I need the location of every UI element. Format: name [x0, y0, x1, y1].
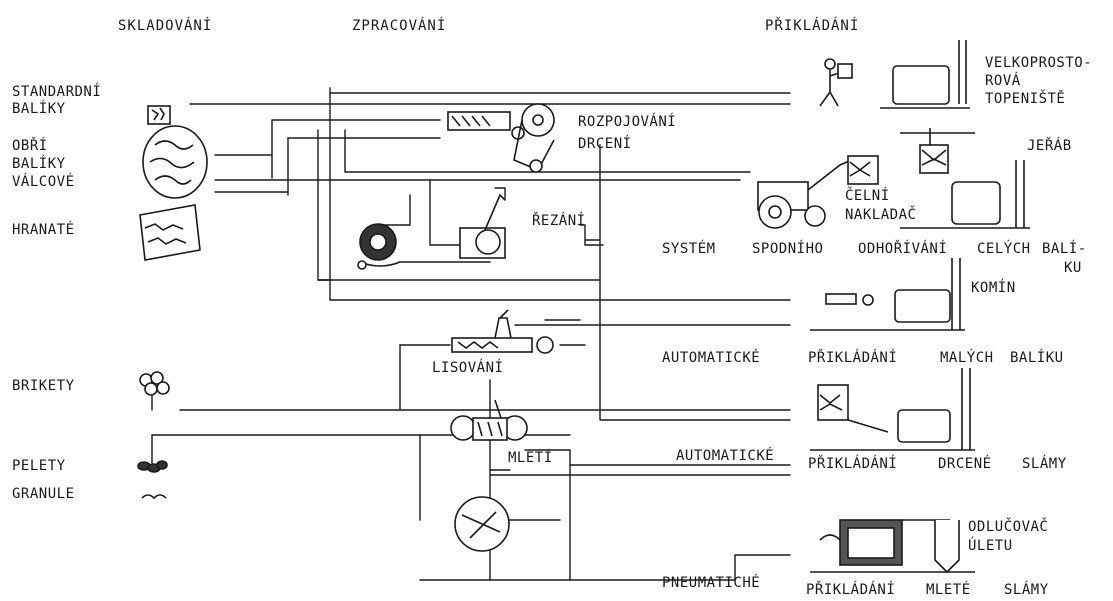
label-small-bales-auto: AUTOMATICKÉ: [662, 349, 760, 366]
label-unbundling-1: ROZPOJOVÁNÍ: [578, 113, 676, 130]
label-briquettes: BRIKETY: [12, 378, 75, 394]
granules-icon: [142, 495, 166, 498]
label-whole-bale-w1: SYSTÉM: [662, 240, 716, 257]
label-milled-straw-w3: MLETÉ: [926, 581, 971, 598]
label-unbundling-2: DRCENÍ: [578, 135, 632, 152]
standard-bale-icon: [148, 106, 170, 124]
label-milled-straw-w4: SLÁMY: [1004, 581, 1049, 598]
label-small-bales-w2: PŘIKLÁDÁNÍ: [808, 349, 897, 366]
big-furnace-icon: [880, 40, 970, 108]
label-big-bales-3: VÁLCOVÉ: [12, 173, 75, 190]
bale-shredder-machine: [358, 224, 400, 269]
label-small-bales-w3: MALÝCH: [940, 349, 994, 366]
label-big-bales-1: OBŘÍ: [12, 137, 48, 154]
label-whole-bale-w2: SPODNÍHO: [752, 240, 823, 257]
label-front-loader-2: NAKLADAČ: [845, 205, 916, 223]
milled-straw-boiler-icon: [810, 520, 975, 572]
square-bale-icon: [140, 205, 200, 260]
label-crushed-straw-w3: DRCENÉ: [938, 455, 992, 472]
briquettes-icon: [140, 372, 169, 395]
crane-icon: [900, 128, 975, 173]
label-small-bales-w4: BALÍKU: [1010, 349, 1064, 366]
label-whole-bale-w3: ODHOŘÍVÁNÍ: [858, 240, 947, 257]
label-crushed-straw-w2: PŘIKLÁDÁNÍ: [808, 455, 897, 472]
label-big-furnace-1: VELKOPROSTO-: [985, 55, 1092, 71]
label-pressing: LISOVÁNÍ: [432, 359, 503, 376]
label-crushed-straw-auto: AUTOMATICKÉ: [676, 447, 774, 464]
label-whole-bale-w4: CELÝCH: [977, 240, 1031, 257]
label-milled-straw-w2: PŘIKLÁDÁNÍ: [806, 581, 895, 598]
crushed-straw-boiler-icon: [810, 368, 975, 450]
label-granules: GRANULE: [12, 486, 75, 502]
label-whole-bale-w6: KU: [1064, 260, 1082, 276]
label-crushed-straw-w4: SLÁMY: [1022, 455, 1067, 472]
label-standard-bales-1: STANDARDNÍ: [12, 83, 101, 100]
header-feeding: PŘIKLÁDÁNÍ: [765, 17, 859, 34]
round-bale-icon: [143, 126, 207, 198]
label-chimney: KOMÍN: [971, 279, 1016, 296]
label-square: HRANATÉ: [12, 221, 75, 238]
label-separator-2: ÚLETU: [968, 536, 1013, 554]
unbundling-crusher-machine: [448, 104, 554, 172]
header-storage: SKLADOVÁNÍ: [118, 17, 212, 34]
label-crane: JEŘÁB: [1027, 137, 1072, 154]
label-big-bales-2: BALÍKY: [12, 155, 66, 172]
label-cutting: ŘEZÁNÍ: [532, 212, 586, 229]
label-standard-bales-2: BALÍKY: [12, 100, 66, 117]
label-milling: MLETÍ: [508, 449, 553, 466]
label-separator-1: ODLUČOVAČ: [968, 517, 1048, 535]
pneumatic-fan-icon: [455, 497, 509, 551]
label-pellets: PELETY: [12, 458, 66, 474]
label-big-furnace-3: TOPENIŠTĚ: [985, 89, 1065, 107]
small-bale-boiler-icon: [810, 258, 965, 330]
label-big-furnace-2: ROVÁ: [985, 72, 1021, 89]
blower-fan-machine: [460, 195, 505, 258]
mill-machine: [451, 400, 527, 440]
header-processing: ZPRACOVÁNÍ: [352, 17, 446, 34]
label-whole-bale-w5: BALÍ-: [1042, 240, 1087, 257]
label-milled-straw-pneu: PNEUMATICHÉ: [662, 574, 760, 591]
press-machine: [452, 310, 553, 353]
worker-carrying-bale-icon: [820, 59, 852, 106]
label-front-loader-1: ČELNÍ: [845, 186, 890, 204]
